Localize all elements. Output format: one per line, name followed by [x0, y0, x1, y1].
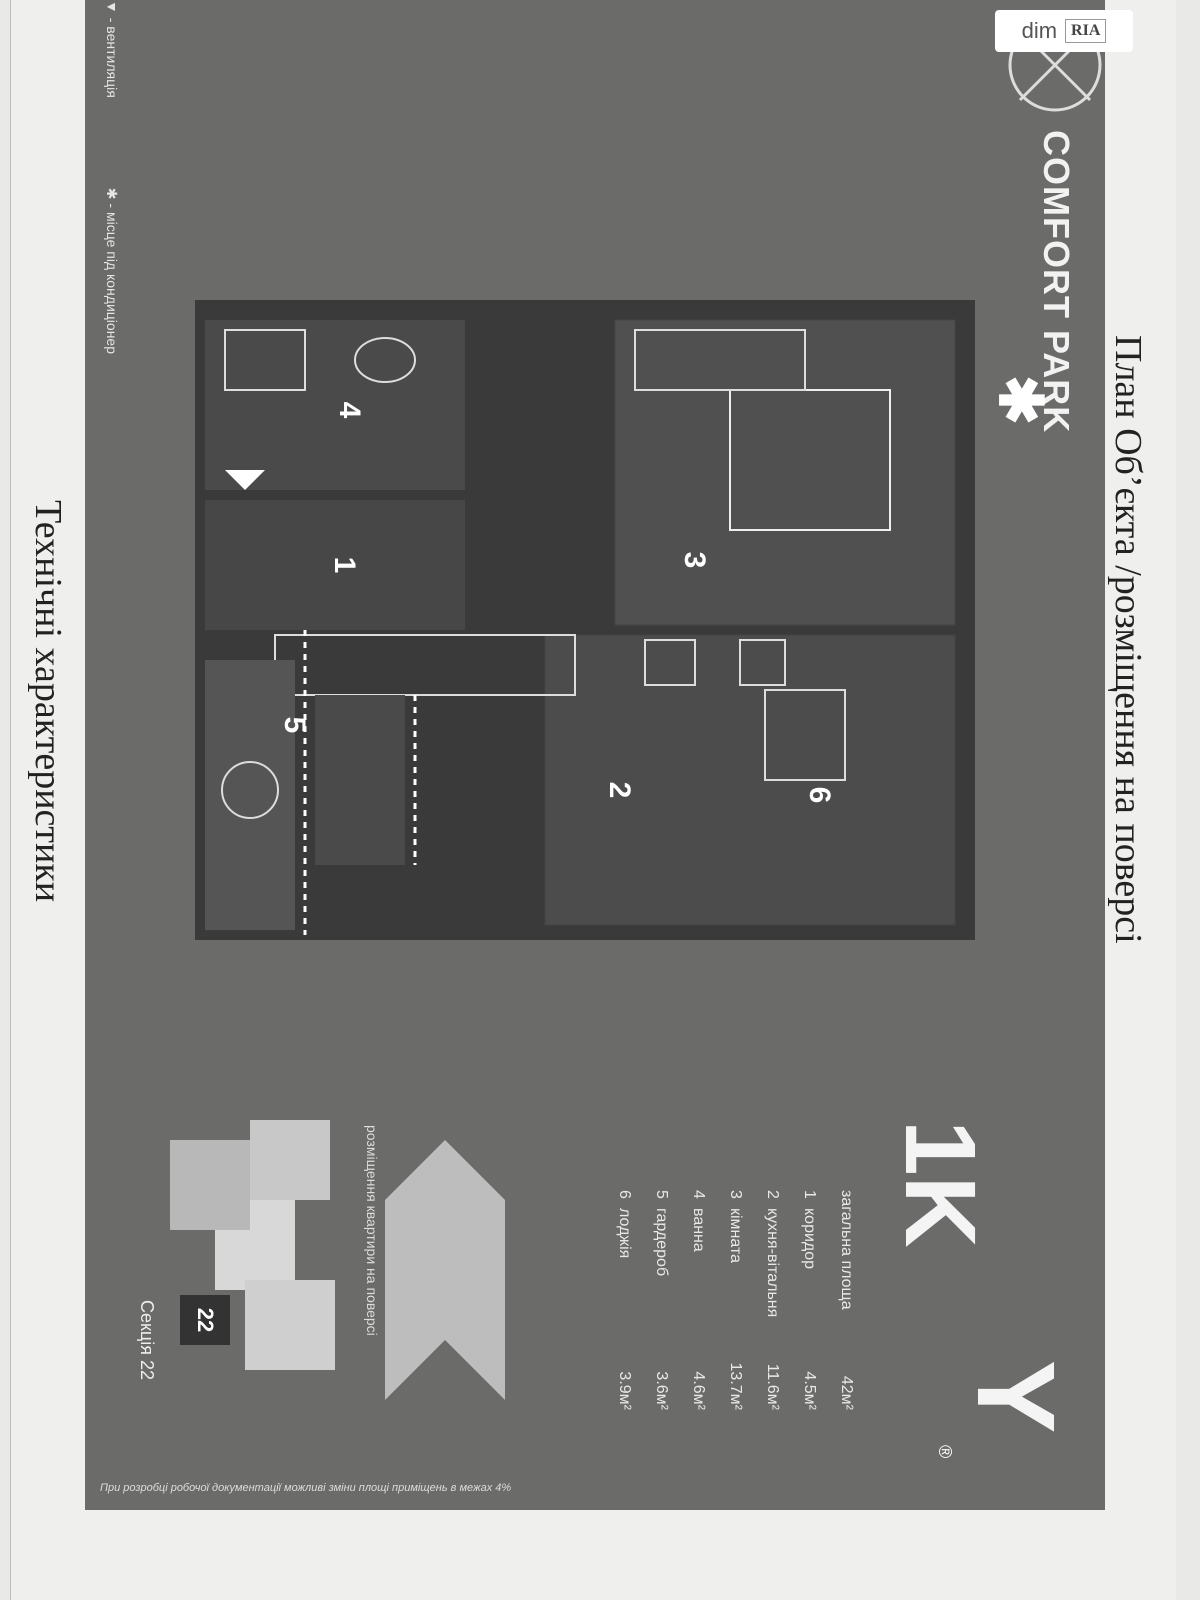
room-1 [205, 500, 465, 630]
legend-value: 3.9м² [616, 1371, 634, 1410]
symbol-legend: ▼ - вентиляція ✱ - місце під кондиціонер [103, 0, 120, 354]
legend-label: коридор [801, 1208, 819, 1270]
document-title: План Об’єкта /розміщення на поверсі [1107, 335, 1149, 944]
footnote: При розробці робочої документації можлив… [100, 1482, 512, 1494]
room-5 [315, 695, 405, 865]
bed-icon [729, 389, 891, 531]
room-label-6: 6 [803, 787, 836, 804]
legend-row: 6 лоджія 3.9м² [606, 1190, 643, 1410]
legend-num: 3 [727, 1190, 745, 1199]
floor-plan: 1 2 3 4 5 6 ✱ [195, 300, 1054, 940]
room-3 [614, 319, 956, 626]
section-heading: Технічні характеристики [27, 500, 69, 903]
legend-num: 5 [653, 1190, 671, 1199]
room-label-3: 3 [678, 552, 711, 569]
legend-value: 3.6м² [653, 1371, 671, 1410]
brand-logo: Y [954, 1360, 1077, 1434]
room-2 [544, 634, 956, 926]
legend-num: 2 [764, 1190, 782, 1199]
legend-total: загальна площа 42м² [828, 1190, 865, 1410]
ac-legend: ✱ - місце під кондиціонер [104, 187, 120, 354]
legend-num: 1 [801, 1190, 819, 1199]
legend-label: ванна [690, 1208, 708, 1252]
watermark-text: dim [1021, 18, 1058, 43]
legend-value: 13.7м² [727, 1362, 745, 1410]
placement-label: розміщення квартири на поверсі [364, 1125, 380, 1336]
room-6 [205, 660, 295, 930]
room-4 [205, 320, 465, 490]
legend-label: кімната [727, 1208, 745, 1263]
legend-row: 4 ванна 4.6м² [680, 1190, 717, 1410]
legend-value: 4.5м² [801, 1371, 819, 1410]
room-label-2: 2 [603, 782, 636, 799]
watermark: dim RIA [995, 10, 1133, 52]
section-label: Секція 22 [137, 1300, 157, 1380]
sink-icon [739, 639, 786, 686]
floor-placement-icon [385, 1140, 505, 1400]
legend-row: 2 кухня-вітальня 11.6м² [754, 1190, 791, 1410]
ventilation-legend: ▼ - вентиляція [104, 0, 120, 98]
legend-row: 5 гардероб 3.6м² [643, 1190, 680, 1410]
legend-row: 1 коридор 4.5м² [791, 1190, 828, 1410]
apartment-type: 1K [884, 1120, 996, 1248]
room-label-5: 5 [278, 717, 311, 734]
legend-num: 4 [690, 1190, 708, 1199]
table-round-icon [221, 761, 279, 819]
legend-label: загальна площа [838, 1190, 856, 1310]
section-badge: 22 [193, 1308, 218, 1332]
legend-row: 3 кімната 13.7м² [717, 1190, 754, 1410]
dining-table-icon [764, 689, 846, 781]
legend-value: 4.6м² [690, 1371, 708, 1410]
legend-label: кухня-вітальня [764, 1208, 782, 1318]
legend-value: 11.6м² [764, 1363, 782, 1410]
shower-icon [224, 329, 306, 391]
stove-icon [644, 639, 696, 686]
toilet-icon [354, 337, 416, 383]
ac-place-icon: ✱ [987, 375, 1054, 425]
room-label-4: 4 [333, 402, 366, 419]
room-label-1: 1 [328, 557, 361, 574]
legend-label: лоджія [616, 1208, 634, 1259]
ventilation-icon [225, 470, 265, 490]
section-cubes-icon: 22 [170, 1120, 335, 1370]
watermark-badge: RIA [1065, 19, 1107, 43]
area-legend: загальна площа 42м² 1 коридор 4.5м² 2 кухня-… [606, 1190, 865, 1410]
floor-plan-panel: COMFORT PARK 1 2 3 4 5 6 ✱ 1K загальна п… [85, 0, 1105, 1510]
legend-label: гардероб [653, 1208, 671, 1277]
legend-value: 42м² [838, 1375, 856, 1410]
wardrobe-icon [634, 329, 806, 391]
legend-num: 6 [616, 1190, 634, 1199]
registered-mark: ® [935, 1445, 955, 1459]
